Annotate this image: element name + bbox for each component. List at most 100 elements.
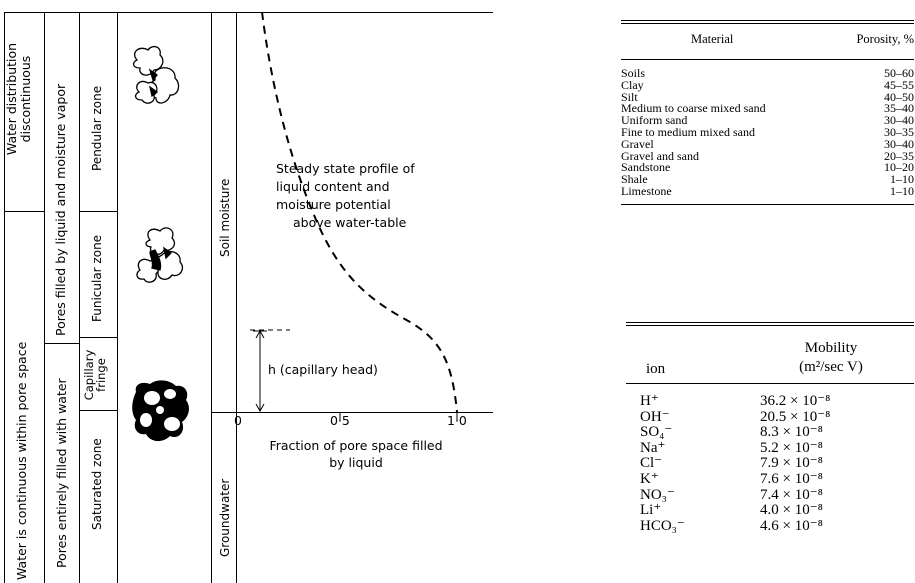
table-rule	[621, 20, 914, 21]
porosity-cell: 10–20	[884, 160, 914, 175]
table-rule	[626, 322, 914, 323]
table-row: SO₄⁻ 8.3 × 10⁻⁸	[626, 425, 914, 441]
saturated-grains-icon	[132, 380, 189, 442]
column-line	[44, 12, 45, 583]
mobility-cell: 7.4 × 10⁻⁸	[760, 486, 823, 503]
col2-divider	[44, 343, 79, 344]
col3-divider	[79, 337, 117, 338]
mobility-cell: 7.6 × 10⁻⁸	[760, 470, 823, 487]
table-row: HCO₃⁻4.6 × 10⁻⁸	[626, 518, 914, 535]
axis-label: Fraction of pore space filled by liquid	[250, 437, 462, 471]
column-line	[79, 12, 80, 583]
table-row: Li⁺ 4.0 × 10⁻⁸	[626, 503, 914, 519]
ion-cell: OH⁻	[640, 408, 670, 425]
diagram-top-border	[4, 12, 493, 13]
material-cell: Silt	[621, 89, 638, 104]
table-row: Gravel 30–40	[621, 136, 914, 151]
table-rule	[621, 23, 914, 24]
table-row: Silt 40–50	[621, 89, 914, 104]
table-row: Gravel and sand 20–35	[621, 148, 914, 163]
ion-cell: Cl⁻	[640, 455, 663, 472]
mobility-cell: 4.0 × 10⁻⁸	[760, 502, 823, 519]
table-row: Medium to coarse mixed sand 35–40	[621, 101, 914, 116]
pendular-grains-icon	[132, 45, 180, 104]
material-cell: Sandstone	[621, 160, 671, 175]
porosity-cell: 30–35	[884, 124, 914, 139]
table-row: H⁺ 36.2 × 10⁻⁸	[626, 393, 914, 410]
table-rule	[621, 59, 914, 60]
material-cell: Gravel	[621, 136, 654, 151]
porosity-table-header: Material Porosity, %	[621, 24, 914, 54]
ion-cell: Na⁺	[640, 439, 666, 456]
mobility-cell: 36.2 × 10⁻⁸	[760, 393, 831, 409]
header-material: Material	[691, 32, 734, 46]
profile-label-line: above water-table	[293, 215, 407, 230]
profile-label: Steady state profile of liquid content a…	[276, 160, 415, 232]
porosity-cell: 45–55	[884, 77, 914, 92]
ion-cell: K⁺	[640, 470, 659, 487]
ion-cell: SO₄⁻	[640, 424, 673, 441]
table-row: NO₃⁻ 7.4 × 10⁻⁸	[626, 486, 914, 504]
mobility-cell: 8.3 × 10⁻⁸	[760, 424, 823, 441]
porosity-cell: 40–50	[884, 89, 914, 104]
mobility-rows: H⁺ 36.2 × 10⁻⁸ OH⁻ 20.5 × 10⁻⁸ SO₄⁻ 8.3 × 10⁻…	[626, 393, 914, 535]
porosity-cell: 20–35	[884, 148, 914, 163]
axis-tick-marks	[339, 412, 458, 420]
mobility-table-header: ion Mobility (m²/sec V)	[626, 326, 914, 380]
porosity-cell: 30–40	[884, 136, 914, 151]
table-rule	[621, 203, 914, 205]
porosity-cell: 1–10	[890, 183, 914, 198]
column-line	[117, 12, 118, 583]
porosity-cell: 30–40	[884, 113, 914, 128]
table-row: Sandstone 10–20	[621, 160, 914, 175]
mobility-cell: 20.5 × 10⁻⁸	[760, 408, 831, 425]
porosity-cell: 35–40	[884, 101, 914, 116]
header-porosity: Porosity, %	[856, 32, 914, 46]
table-row: OH⁻ 20.5 × 10⁻⁸	[626, 408, 914, 426]
col1-divider	[4, 211, 44, 212]
capillary-head-dimension	[250, 329, 290, 413]
diagram-drawing	[132, 11, 458, 442]
porosity-cell: 50–60	[884, 66, 914, 80]
ion-cell: Li⁺	[640, 502, 662, 519]
axis-label-line: Fraction of pore space filled	[269, 438, 443, 453]
col3-divider	[79, 410, 117, 411]
column-line	[211, 12, 212, 583]
material-cell: Limestone	[621, 183, 672, 198]
profile-label-line: Steady state profile of	[276, 161, 415, 176]
ion-cell: H⁺	[640, 393, 659, 409]
column-line	[236, 12, 237, 583]
axis-label-line: by liquid	[329, 455, 383, 470]
table-row: Clay 45–55	[621, 77, 914, 92]
table-row: Cl⁻ 7.9 × 10⁻⁸	[626, 456, 914, 472]
profile-label-line: moisture potential	[276, 197, 391, 212]
table-row: Na⁺ 5.2 × 10⁻⁸	[626, 439, 914, 457]
table-rule	[626, 325, 914, 326]
capillary-head-label: h (capillary head)	[268, 362, 378, 377]
moisture-profile-curve	[261, 11, 458, 413]
table-rule	[626, 383, 914, 384]
header-mobility: Mobility	[804, 340, 858, 356]
header-units: (m²/sec V)	[799, 359, 863, 375]
porosity-cell: 1–10	[890, 172, 914, 187]
material-cell: Medium to coarse mixed sand	[621, 101, 766, 116]
water-table-line	[211, 412, 493, 413]
axis-tick-label: 1·0	[447, 413, 467, 428]
axis-tick-label: 0	[234, 413, 242, 428]
column-line	[4, 12, 5, 583]
material-cell: Gravel and sand	[621, 148, 699, 163]
ion-cell: NO₃⁻	[640, 486, 675, 503]
table-row: K⁺ 7.6 × 10⁻⁸	[626, 470, 914, 488]
material-cell: Uniform sand	[621, 113, 688, 128]
axis-tick-label: 0·5	[330, 413, 350, 428]
mobility-cell: 5.2 × 10⁻⁸	[760, 439, 823, 456]
material-cell: Clay	[621, 77, 644, 92]
mobility-cell: 7.9 × 10⁻⁸	[760, 455, 823, 472]
funicular-grains-icon	[136, 227, 184, 283]
col3-divider	[79, 211, 117, 212]
